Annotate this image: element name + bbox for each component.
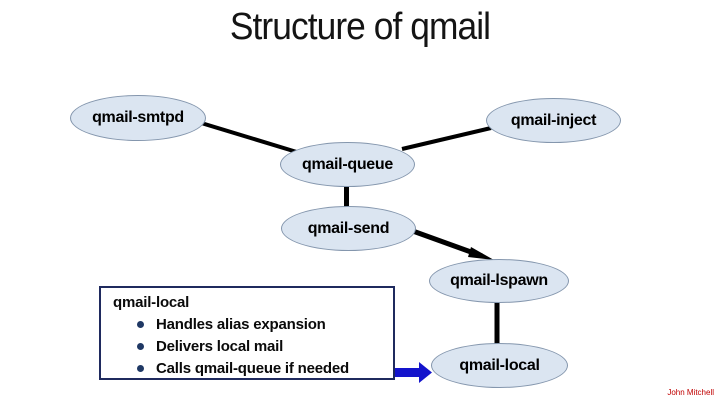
bullet-icon xyxy=(137,364,144,372)
node-label: qmail-send xyxy=(307,219,390,237)
bullet-icon xyxy=(137,320,144,328)
connector-smtpd-queue xyxy=(197,120,301,155)
callout-bullet-item: Delivers local mail xyxy=(137,335,393,357)
node-label: qmail-inject xyxy=(510,111,597,129)
callout-box: qmail-local Handles alias expansion Deli… xyxy=(99,286,395,380)
blue-block-arrow-icon xyxy=(394,362,432,383)
bullet-text: Handles alias expansion xyxy=(156,315,326,333)
bullet-icon xyxy=(137,342,144,350)
bullet-text: Delivers local mail xyxy=(156,337,284,355)
connector-inject-queue xyxy=(401,126,492,151)
node-label: qmail-local xyxy=(459,356,540,374)
node-qmail-lspawn: qmail-lspawn xyxy=(429,259,569,303)
node-label: qmail-queue xyxy=(302,155,393,173)
node-label: qmail-lspawn xyxy=(450,272,548,289)
bullet-text: Calls qmail-queue if needed xyxy=(156,359,349,377)
callout-bullet-item: Handles alias expansion xyxy=(137,313,393,335)
node-label: qmail-smtpd xyxy=(92,109,184,126)
callout-heading: qmail-local xyxy=(113,294,190,311)
slide-title: Structure of qmail xyxy=(229,6,491,48)
callout-bullet-item: Calls qmail-queue if needed xyxy=(137,357,393,379)
node-qmail-inject: qmail-inject xyxy=(486,98,621,143)
arrowhead-send-lspawn-icon xyxy=(468,247,494,260)
node-qmail-local: qmail-local xyxy=(431,343,568,388)
node-qmail-send: qmail-send xyxy=(281,206,416,251)
node-qmail-queue: qmail-queue xyxy=(280,142,415,187)
footer-author: John Mitchell xyxy=(667,388,714,397)
node-qmail-smtpd: qmail-smtpd xyxy=(70,95,206,141)
